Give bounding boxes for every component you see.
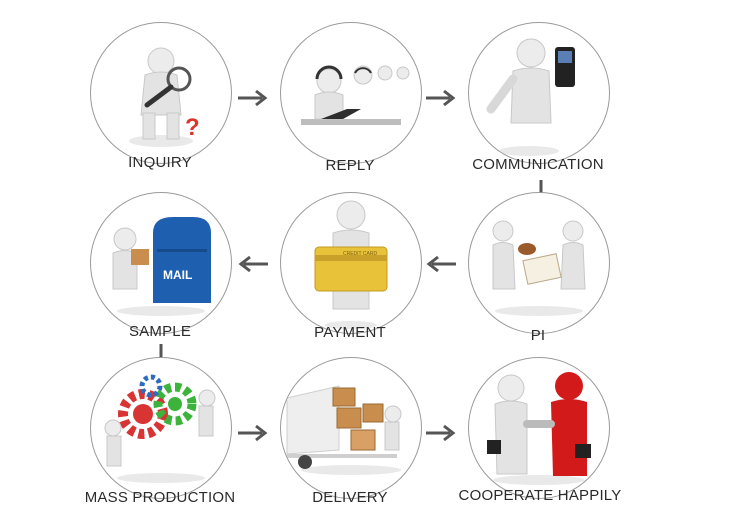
card-text: CREDIT CARD — [343, 251, 377, 257]
handshake-icon — [487, 372, 591, 485]
mail-text: MAIL — [163, 268, 192, 282]
call-center-icon — [301, 65, 410, 125]
inquiry-circle: ? — [90, 22, 232, 164]
mailbox-icon: MAIL — [112, 217, 211, 316]
pi-circle — [468, 192, 610, 334]
step-label-cooperate-happily: COOPERATE HAPPILY — [458, 487, 622, 504]
step-label-reply: REPLY — [325, 157, 375, 174]
step-label-payment: PAYMENT — [314, 324, 386, 341]
arrow-right-icon — [236, 423, 270, 443]
credit-card-icon: CREDIT CARD — [314, 200, 388, 329]
stamp-document-icon — [492, 220, 586, 316]
cooperate-happily-circle — [468, 357, 610, 499]
arrow-right-icon — [424, 88, 458, 108]
gears-icon — [104, 374, 216, 483]
arrow-right-icon — [236, 88, 270, 108]
payment-circle: CREDIT CARD — [280, 192, 422, 334]
step-label-mass-production: MASS PRODUCTION — [84, 489, 236, 506]
step-label-communication: COMMUNICATION — [472, 156, 604, 173]
arrow-right-icon — [424, 423, 458, 443]
svg-text:?: ? — [185, 114, 200, 141]
arrow-left-icon — [236, 254, 270, 274]
mass-production-circle — [90, 357, 232, 499]
step-label-sample: SAMPLE — [128, 323, 192, 340]
step-label-pi: PI — [530, 327, 546, 344]
mobile-phone-icon — [486, 38, 575, 156]
step-label-delivery: DELIVERY — [312, 489, 388, 506]
arrow-left-icon — [424, 254, 458, 274]
truck-icon — [286, 385, 402, 475]
communication-circle — [468, 22, 610, 164]
step-label-inquiry: INQUIRY — [128, 154, 192, 171]
reply-circle — [280, 22, 422, 164]
delivery-circle — [280, 357, 422, 499]
magnifier-question-icon: ? — [129, 47, 200, 147]
sample-circle: MAIL — [90, 192, 232, 334]
